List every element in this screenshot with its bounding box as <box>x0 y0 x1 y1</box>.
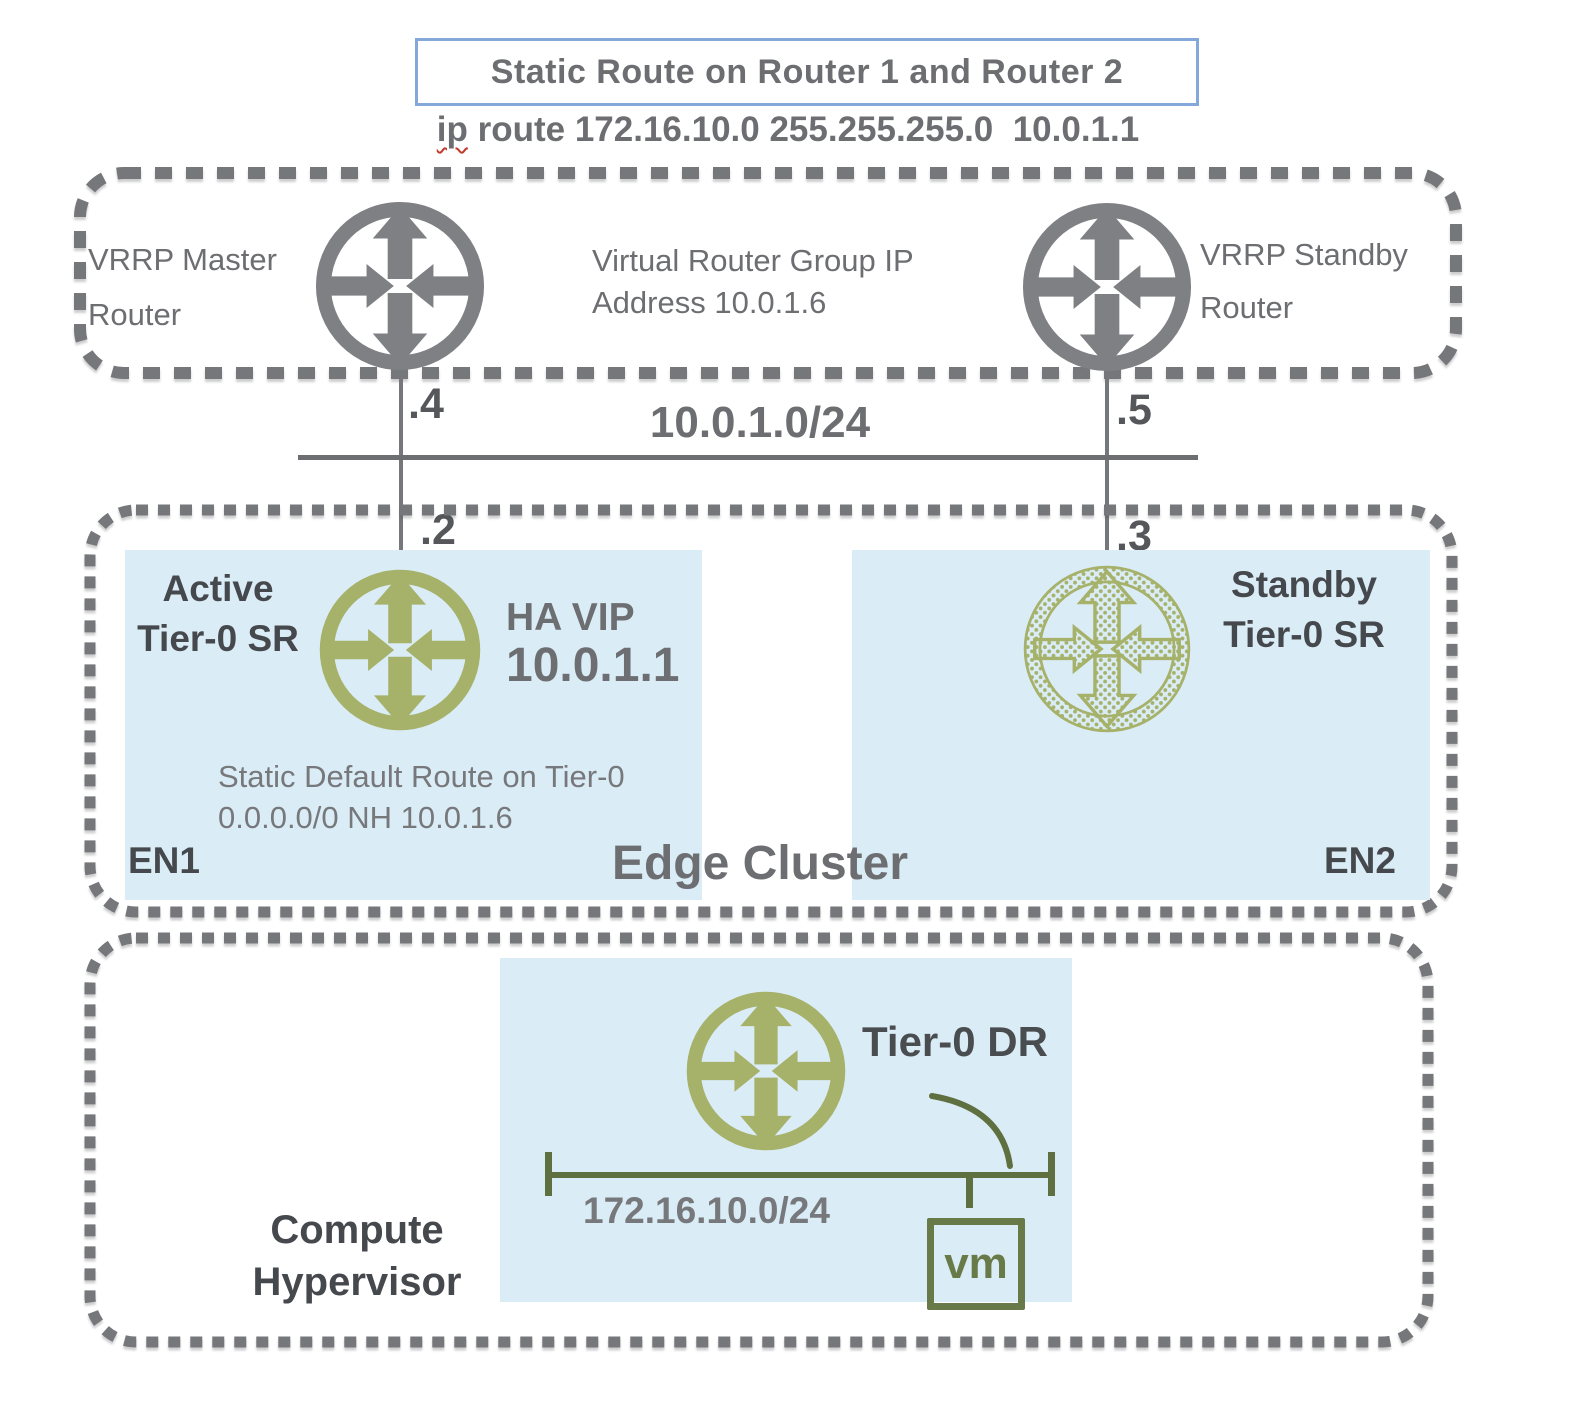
vm-attach-stub <box>966 1178 973 1208</box>
link-master-to-en1 <box>399 372 403 580</box>
vrrp-standby-label-line2: Router <box>1200 290 1294 325</box>
overlay-segment-line <box>548 1172 1054 1178</box>
compute-hypervisor-line1: Compute <box>270 1208 444 1252</box>
vrrp-master-label-line1: VRRP Master <box>88 242 277 277</box>
static-default-route-note: Static Default Route on Tier-0 0.0.0.0/0… <box>218 756 625 838</box>
virtual-router-group-line1: Virtual Router Group IP <box>592 243 914 278</box>
active-tier0-sr-label: Active Tier-0 SR <box>116 564 320 664</box>
tier0-dr-router-icon <box>686 991 846 1151</box>
ha-vip-label: HA VIP <box>506 596 635 639</box>
tier0-dr-label: Tier-0 DR <box>862 1018 1048 1065</box>
ip-suffix-en1: .2 <box>420 506 456 554</box>
ip-suffix-master: .4 <box>408 380 444 428</box>
uplink-segment-line <box>298 455 1198 460</box>
standby-tier0-sr-label: Standby Tier-0 SR <box>1206 560 1402 660</box>
vrrp-standby-label: VRRP Standby Router <box>1200 228 1408 334</box>
virtual-router-group-line2: Address 10.0.1.6 <box>592 285 827 320</box>
route-command-rest: route 172.16.10.0 255.255.255.0 10.0.1.1 <box>467 110 1140 149</box>
virtual-router-group-label: Virtual Router Group IP Address 10.0.1.6 <box>592 240 914 324</box>
vrrp-master-label: VRRP Master Router <box>88 232 277 342</box>
hypervisor-panel <box>500 958 1072 1302</box>
active-tier0-sr-line1: Active <box>162 568 274 609</box>
link-standby-to-en2 <box>1105 372 1109 584</box>
en2-label: EN2 <box>1324 840 1396 881</box>
overlay-segment-tick-right <box>1048 1152 1055 1196</box>
active-tier0-sr-router-icon <box>319 569 481 731</box>
edge-cluster-label: Edge Cluster <box>611 837 909 890</box>
ip-suffix-standby: .5 <box>1116 386 1152 434</box>
vrrp-standby-router-icon <box>1022 202 1192 372</box>
overlay-segment-tick-left <box>545 1152 552 1196</box>
route-command: ip route 172.16.10.0 255.255.255.0 10.0.… <box>288 110 1288 150</box>
standby-tier0-sr-line2: Tier-0 SR <box>1223 614 1385 655</box>
en1-label: EN1 <box>128 840 200 881</box>
compute-hypervisor-line2: Hypervisor <box>252 1260 462 1304</box>
dr-to-segment-connector <box>929 1093 1013 1169</box>
static-default-route-line1: Static Default Route on Tier-0 <box>218 759 625 794</box>
static-default-route-line2: 0.0.0.0/0 NH 10.0.1.6 <box>218 800 513 835</box>
vm-label: vm <box>944 1239 1008 1288</box>
diagram-title-text: Static Route on Router 1 and Router 2 <box>490 52 1124 91</box>
vrrp-master-label-line2: Router <box>88 297 182 332</box>
compute-hypervisor-label: Compute Hypervisor <box>195 1204 519 1308</box>
standby-tier0-sr-line1: Standby <box>1231 564 1377 605</box>
overlay-subnet-label: 172.16.10.0/24 <box>583 1190 830 1231</box>
vrrp-standby-label-line1: VRRP Standby <box>1200 237 1408 272</box>
active-tier0-sr-line2: Tier-0 SR <box>137 618 299 659</box>
en2-panel <box>852 550 1430 900</box>
route-command-word-ip: ip <box>436 110 468 149</box>
vm-icon: vm <box>927 1218 1025 1310</box>
standby-tier0-sr-router-icon <box>1023 565 1191 733</box>
uplink-subnet-label: 10.0.1.0/24 <box>649 398 871 447</box>
vrrp-master-router-icon <box>315 201 485 371</box>
diagram-title: Static Route on Router 1 and Router 2 <box>415 38 1199 106</box>
ha-vip-ip: 10.0.1.1 <box>506 639 680 692</box>
